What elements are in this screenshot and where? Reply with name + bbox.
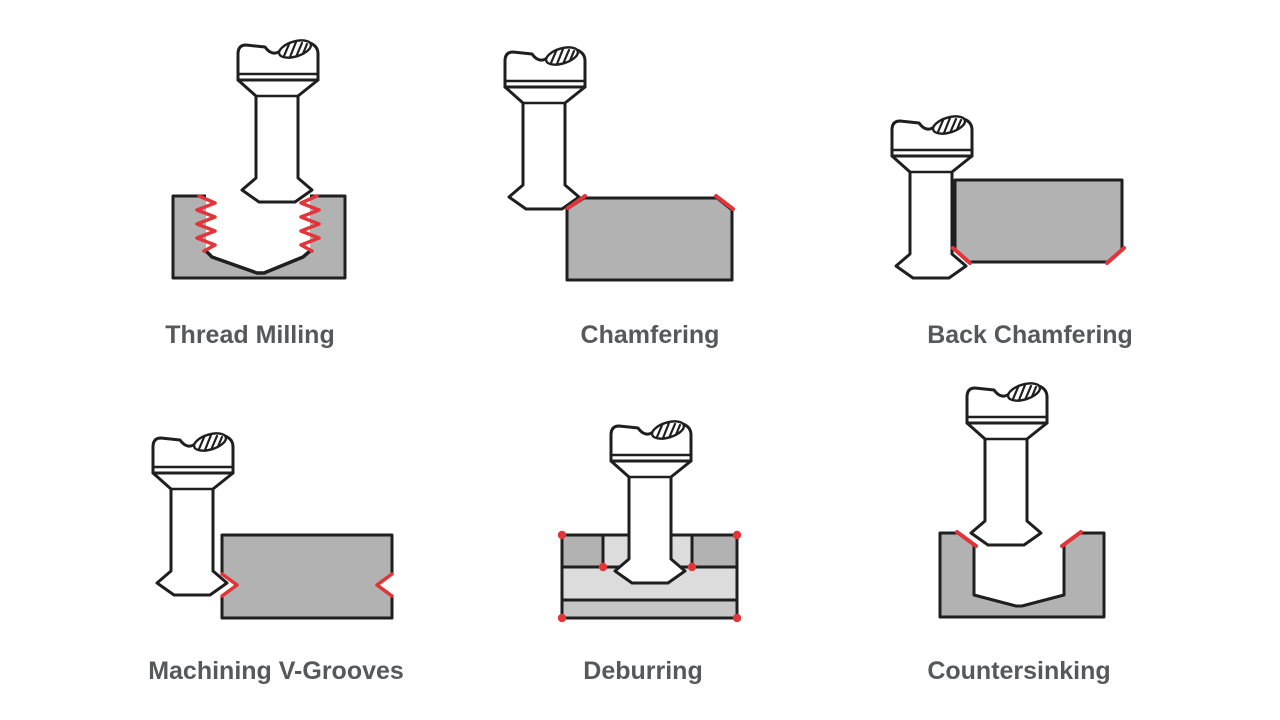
- diagram-countersinking: [938, 380, 1106, 619]
- diagram-deburring: [557, 418, 742, 623]
- v-groove-highlight-left: [220, 572, 239, 598]
- burr-highlight: [598, 562, 608, 572]
- back-chamfer-highlight-left: [951, 246, 972, 265]
- label-deburring: Deburring: [583, 657, 703, 685]
- workpiece: [953, 178, 1124, 264]
- label-countersinking: Countersinking: [927, 657, 1111, 685]
- burr-highlight: [732, 613, 742, 623]
- burr-highlight: [557, 613, 567, 623]
- cutting-tool-icon: [967, 380, 1047, 545]
- threaded-hole: [206, 193, 310, 273]
- workpiece: [220, 533, 394, 620]
- back-chamfer-highlight-right: [1105, 246, 1126, 265]
- chamfer-highlight-right: [714, 194, 735, 211]
- v-groove-highlight-right: [375, 572, 394, 598]
- label-thread-milling: Thread Milling: [165, 321, 335, 349]
- chamfer-highlight-left: [566, 194, 587, 210]
- diagram-thread-milling: [171, 37, 347, 280]
- countersink-highlight-left: [955, 530, 978, 548]
- thread-profile-highlight-left: [195, 194, 217, 253]
- burr-highlight: [557, 530, 567, 540]
- label-machining-v-grooves: Machining V-Grooves: [148, 657, 404, 685]
- label-back-chamfering: Back Chamfering: [927, 321, 1133, 349]
- diagram-back-chamfering: [892, 113, 1126, 278]
- burr-highlight: [732, 530, 742, 540]
- workpiece-bottom-layer: [560, 598, 739, 620]
- diagram-chamfering: [505, 44, 735, 282]
- cutting-tool-icon: [505, 44, 585, 209]
- hole-bottom-edge: [204, 249, 312, 275]
- countersink-highlight-right: [1060, 530, 1083, 548]
- burr-highlight: [687, 562, 697, 572]
- workpiece: [565, 196, 734, 282]
- cutting-tool-icon: [238, 37, 318, 202]
- diagram-machining-v-grooves: [153, 430, 394, 620]
- label-chamfering: Chamfering: [580, 321, 720, 349]
- thread-profile-highlight-right: [299, 194, 321, 253]
- workpiece-top-right-block: [690, 533, 739, 569]
- workpiece-top-left-block: [560, 533, 605, 569]
